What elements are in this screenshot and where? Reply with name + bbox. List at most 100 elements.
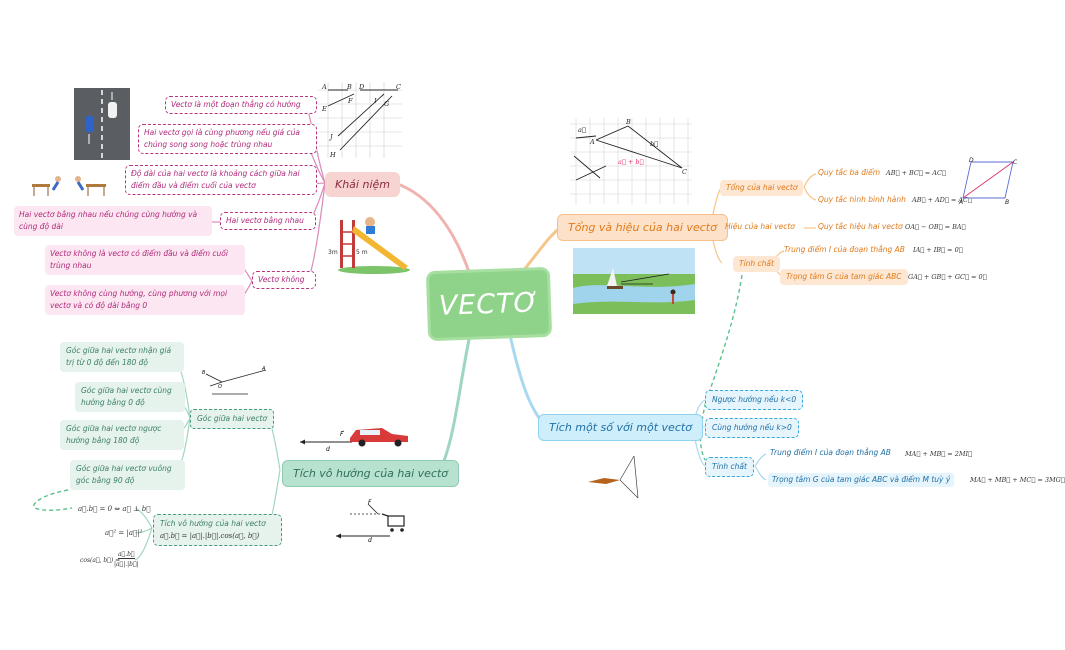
tong-hai-vecto-node[interactable]: Tổng của hai vectơ (720, 180, 804, 196)
trung-diem-tong-formula: IA⃗ + IB⃗ = 0⃗ (913, 246, 963, 254)
grid-label-h: H (329, 151, 336, 159)
hai-vecto-bang-nhau-desc: Hai vectơ bằng nhau nếu chúng cùng hướng… (14, 206, 212, 236)
svg-text:C: C (1013, 159, 1018, 166)
grid-label-c: C (396, 83, 401, 91)
sum-grid-label-b-vec: b⃗ (650, 140, 658, 148)
khai-niem-node[interactable]: Khái niệm (325, 172, 400, 197)
svg-text:B: B (1005, 199, 1009, 206)
grid-label-e: E (321, 105, 327, 113)
road-cars-illustration (74, 88, 130, 160)
canoe-forces-illustration (588, 455, 639, 499)
parallelogram-illustration: A D C B (958, 157, 1018, 206)
trung-diem-tich-so[interactable]: Trung điểm I của đoạn thẳng AB (770, 447, 891, 459)
slide-length-label: 5 m (356, 249, 368, 256)
grid-label-i: I (373, 97, 377, 105)
tich-so-node[interactable]: Tích một số với một vectơ (538, 414, 703, 441)
quy-tac-ba-diem-text: Quy tắc ba điểm (818, 168, 881, 177)
cos-formula-den: |a⃗|.|b⃗| (114, 561, 139, 568)
sum-grid-label-b: B (625, 118, 631, 126)
hai-vecto-bang-nhau-desc-text: Hai vectơ bằng nhau nếu chúng cùng hướng… (19, 210, 198, 231)
khai-niem-item-3[interactable]: Độ dài của hai vectơ là khoảng cách giữa… (125, 165, 317, 195)
pushing-tables-illustration (32, 176, 106, 196)
trong-tam-tong-text: Trọng tâm G của tam giác ABC (786, 272, 902, 281)
dinh-nghia-tich-vo-huong-node[interactable]: Tích vô hướng của hai vectơ a⃗.b⃗ = |a⃗|… (153, 514, 282, 546)
goc-item-1[interactable]: Góc giữa hai vectơ nhận giá trị từ 0 độ … (60, 342, 184, 372)
cart-force-illustration: F d (336, 499, 405, 544)
cos-formula-left: cos(a⃗, b⃗) = (80, 557, 121, 564)
grid-label-d: D (358, 83, 365, 91)
svg-text:A: A (958, 199, 963, 206)
trung-diem-tong-text: Trung điểm I của đoạn thẳng AB (784, 245, 905, 254)
khai-niem-item-3-text: Độ dài của hai vectơ là khoảng cách giữa… (131, 169, 300, 190)
svg-text:A: A (261, 366, 266, 372)
sum-grid-label-sum: a⃗ + b⃗ (618, 158, 644, 166)
vecto-khong-node[interactable]: Vectơ không (252, 271, 316, 289)
trong-tam-tich-so-text: Trọng tâm G của tam giác ABC và điểm M t… (772, 475, 951, 484)
tong-hieu-node[interactable]: Tổng và hiệu của hai vectơ (557, 214, 728, 241)
svg-text:B: B (202, 370, 206, 376)
svg-text:D: D (969, 157, 974, 164)
grid-label-a: A (321, 83, 327, 91)
quy-tac-hbh-text: Quy tắc hình bình hành (818, 195, 906, 204)
goc-item-2-text: Góc giữa hai vectơ cùng hướng bằng 0 độ (81, 386, 172, 407)
hieu-hai-vecto-node[interactable]: Hiệu của hai vectơ (725, 221, 795, 233)
nguoc-huong-node[interactable]: Ngược hướng nếu k<0 (705, 390, 804, 410)
river-boat-illustration (573, 248, 695, 314)
khai-niem-item-1[interactable]: Vectơ là một đoạn thẳng có hướng (165, 96, 317, 114)
dinh-nghia-text: Tích vô hướng của hai vectơ (160, 519, 266, 528)
goc-item-4[interactable]: Góc giữa hai vectơ vuông góc bằng 90 độ (70, 460, 185, 490)
khai-niem-item-2-text: Hai vectơ gọi là cùng phương nếu giá của… (144, 128, 301, 149)
central-topic[interactable]: VECTƠ (428, 269, 550, 339)
central-title: VECTƠ (438, 286, 540, 322)
quy-tac-hieu-text: Quy tắc hiệu hai vectơ (818, 222, 903, 231)
goc-item-2[interactable]: Góc giữa hai vectơ cùng hướng bằng 0 độ (75, 382, 185, 412)
hieu-hai-vecto-text: Hiệu của hai vectơ (725, 222, 795, 231)
trong-tam-tich-so[interactable]: Trọng tâm G của tam giác ABC và điểm M t… (768, 473, 955, 487)
goc-item-3[interactable]: Góc giữa hai vectơ ngược hướng bằng 180 … (60, 420, 184, 450)
dinh-nghia-formula: a⃗.b⃗ = |a⃗|.|b⃗|.cos(a⃗, b⃗) (160, 532, 260, 540)
quy-tac-hieu[interactable]: Quy tắc hiệu hai vectơ (818, 221, 903, 233)
vecto-khong-desc-1-text: Vectơ không là vectơ có điểm đầu và điểm… (50, 249, 228, 270)
tinh-chat-tong-text: Tính chất (739, 259, 774, 268)
angle-vectors-illustration: A B O (202, 366, 267, 395)
svg-text:O: O (218, 384, 222, 390)
sum-grid-label-a: A (589, 138, 595, 146)
tinh-chat-tong-node[interactable]: Tính chất (733, 256, 780, 272)
cung-huong-node[interactable]: Cùng hướng nếu k>0 (705, 418, 799, 438)
binh-phuong-formula: a⃗² = |a⃗|² (105, 529, 143, 537)
grid-label-b: B (346, 83, 352, 91)
grid-label-j: J (328, 133, 333, 141)
sum-grid-label-c: C (682, 168, 687, 176)
khai-niem-item-2[interactable]: Hai vectơ gọi là cùng phương nếu giá của… (138, 124, 317, 154)
vuong-goc-formula: a⃗.b⃗ = 0 ⇔ a⃗ ⊥ b⃗ (78, 505, 151, 513)
quy-tac-hbh[interactable]: Quy tắc hình bình hành (818, 194, 906, 206)
tich-vo-huong-title: Tích vô hướng của hai vectơ (293, 467, 449, 480)
trung-diem-tong[interactable]: Trung điểm I của đoạn thẳng AB (784, 244, 905, 256)
trong-tam-tong[interactable]: Trọng tâm G của tam giác ABC (780, 269, 908, 285)
tich-vo-huong-node[interactable]: Tích vô hướng của hai vectơ (282, 460, 460, 487)
car-distance-label: d (326, 446, 330, 453)
quy-tac-ba-diem[interactable]: Quy tắc ba điểm (818, 167, 880, 179)
hai-vecto-bang-nhau-node[interactable]: Hai vectơ bằng nhau (220, 212, 316, 230)
goc-giua-hai-vecto-node[interactable]: Góc giữa hai vectơ (190, 409, 275, 429)
svg-text:d: d (368, 537, 372, 544)
trong-tam-tich-so-formula: MA⃗ + MB⃗ + MC⃗ = 3MG⃗ (970, 476, 1065, 484)
slide-height-label: 3m (328, 249, 338, 256)
tong-hieu-title: Tổng và hiệu của hai vectơ (568, 221, 717, 234)
cos-formula-num: a⃗.b⃗ (118, 551, 135, 559)
sum-grid-illustration: A B C a⃗ b⃗ a⃗ + b⃗ (570, 118, 692, 204)
trung-diem-tich-so-text: Trung điểm I của đoạn thẳng AB (770, 448, 891, 457)
svg-text:F: F (368, 499, 372, 506)
hai-vecto-bang-nhau-text: Hai vectơ bằng nhau (226, 216, 304, 225)
grid-label-f: F (347, 97, 353, 105)
goc-item-1-text: Góc giữa hai vectơ nhận giá trị từ 0 độ … (66, 346, 172, 367)
vecto-khong-desc-1: Vectơ không là vectơ có điểm đầu và điểm… (45, 245, 245, 275)
quy-tac-hieu-formula: OA⃗ − OB⃗ = BA⃗ (905, 223, 966, 231)
car-force-illustration: F⃗ d (300, 428, 408, 453)
tinh-chat-tich-so-node[interactable]: Tính chất (705, 457, 754, 477)
nguoc-huong-text: Ngược hướng nếu k<0 (712, 395, 797, 404)
vector-grid-illustration: A B D C E F I G J H (318, 82, 402, 159)
vecto-khong-desc-2: Vectơ không cùng hướng, cùng phương với … (45, 285, 245, 315)
sum-grid-label-a-vec: a⃗ (578, 126, 586, 134)
